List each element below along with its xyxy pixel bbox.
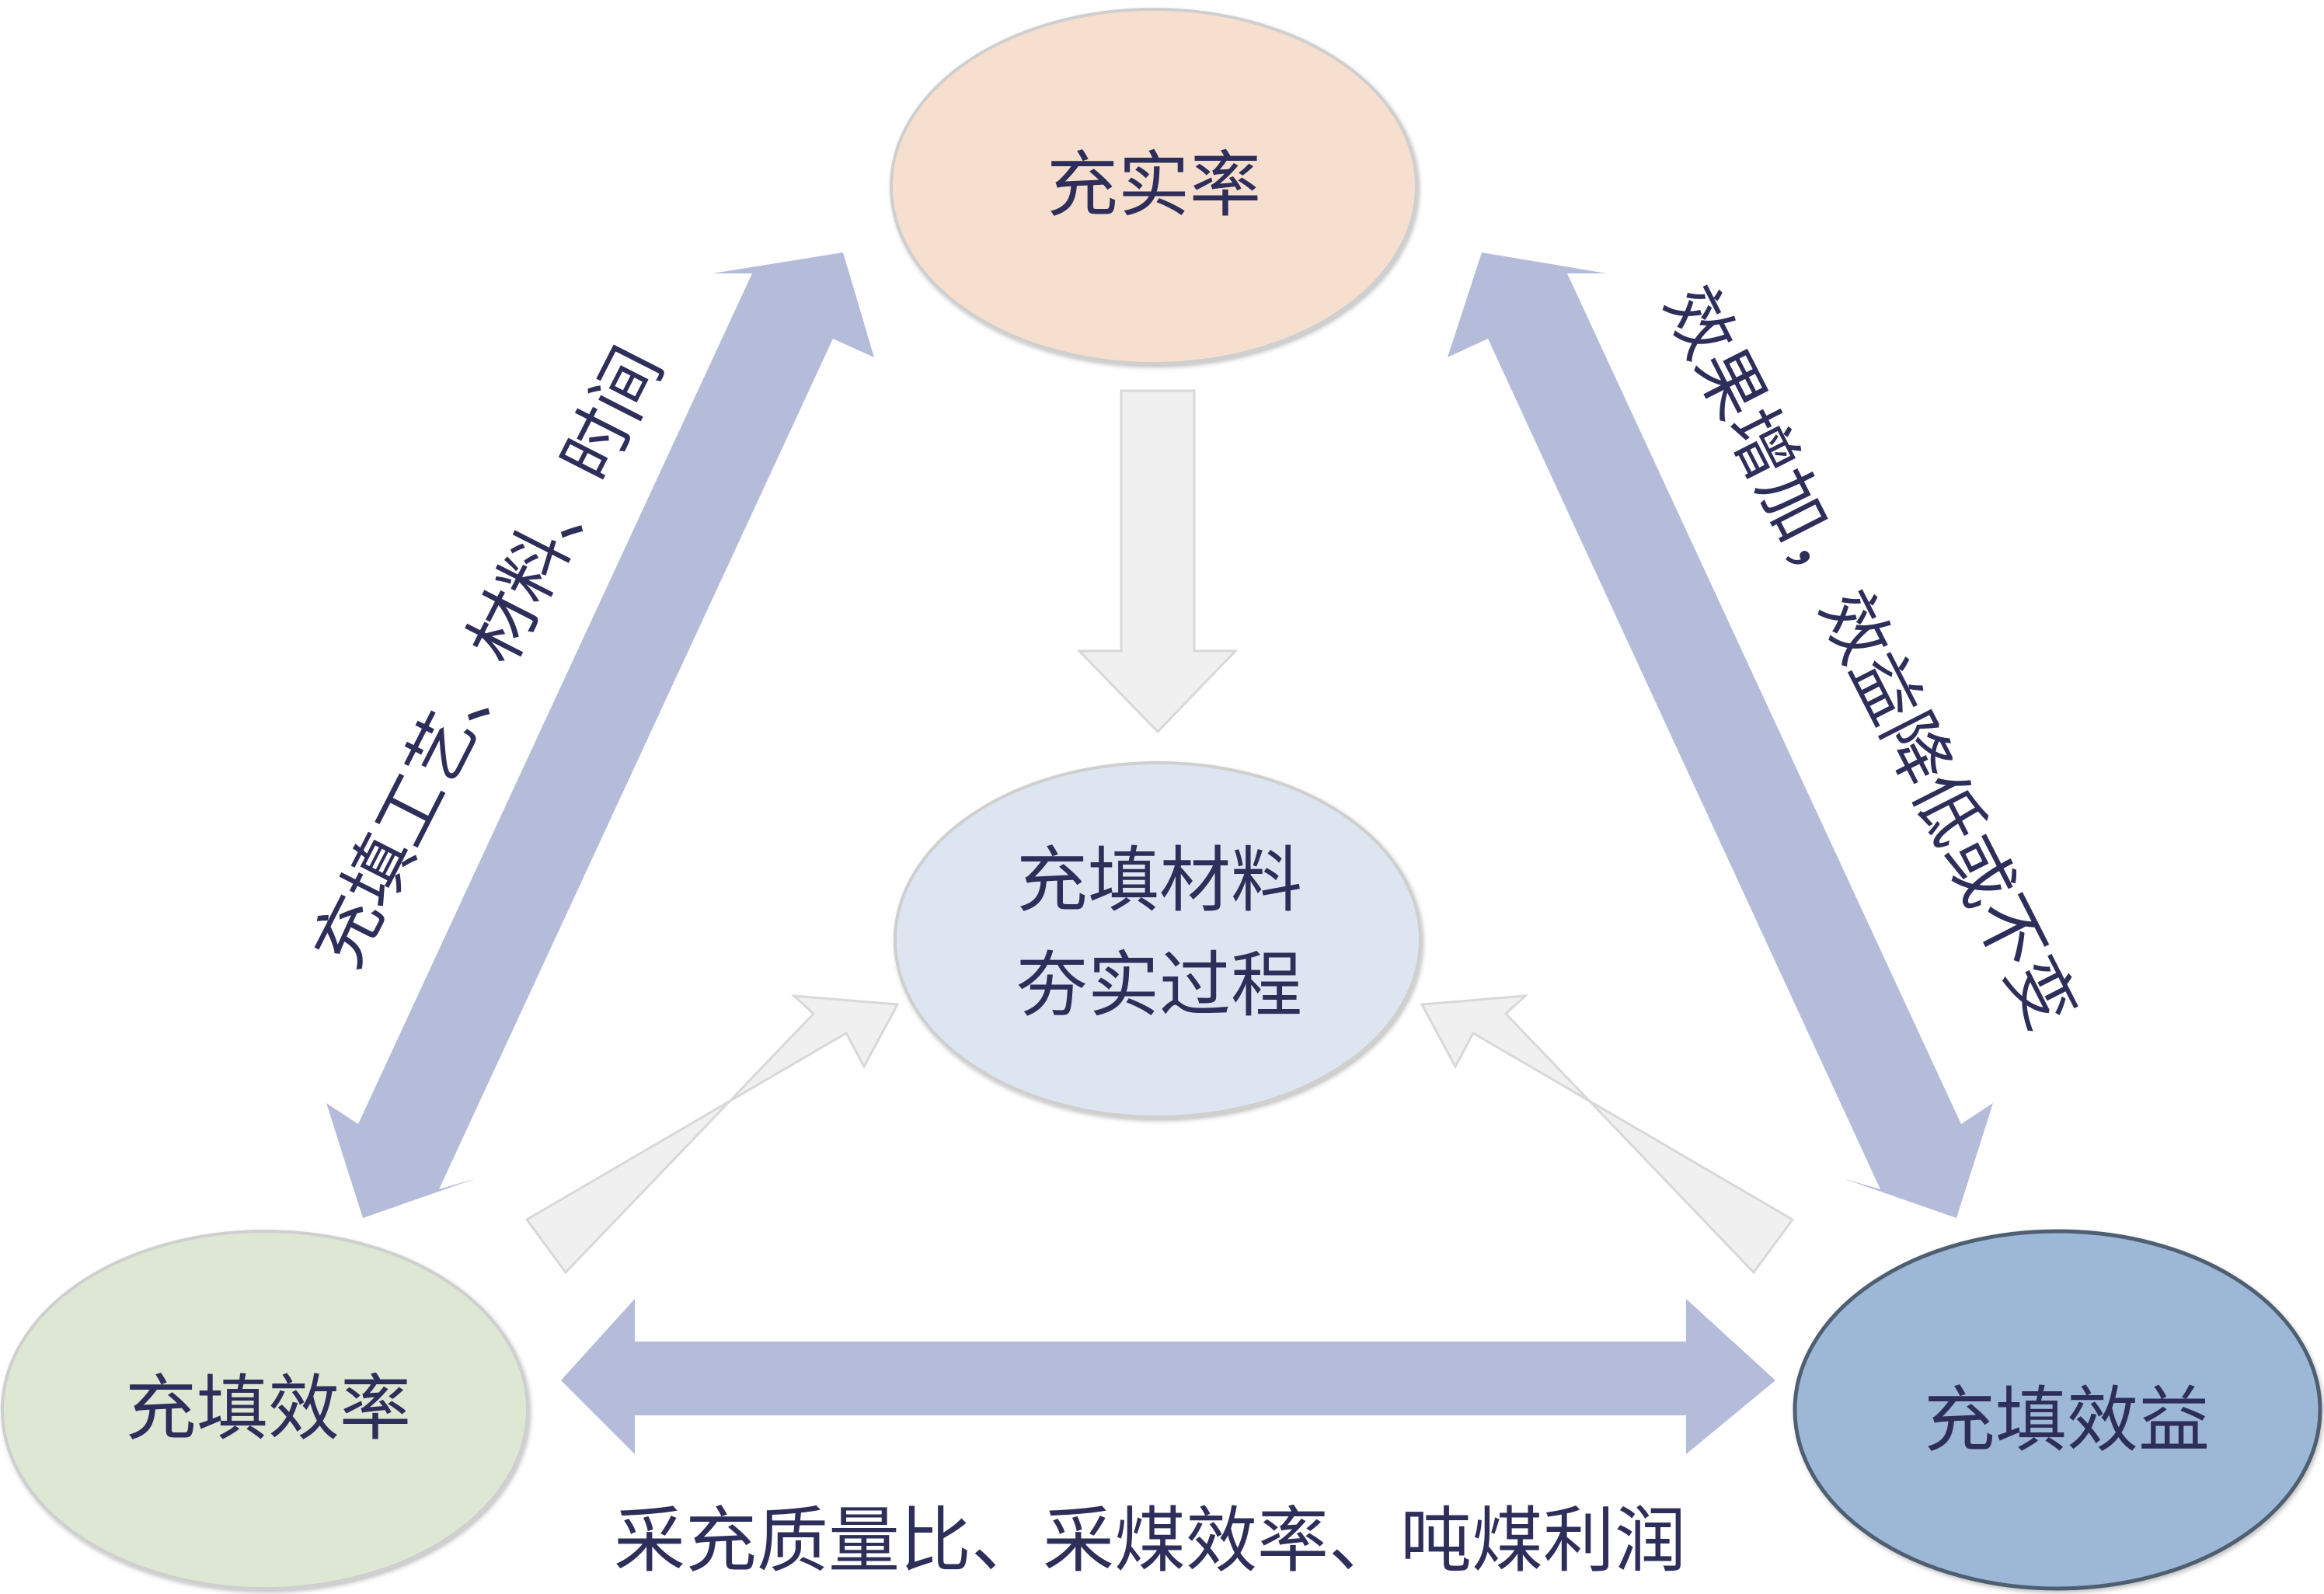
top-node-label: 充实率	[1047, 144, 1261, 227]
center-node-label-line2: 夯实过程	[1016, 944, 1302, 1027]
bottom-edge-label: 采充质量比、采煤效率、吨煤利润	[614, 1499, 1686, 1582]
left-node-label: 充填效率	[125, 1367, 411, 1450]
center-node-label-line1: 充填材料	[1016, 839, 1302, 922]
bottom-edge-double-arrow	[561, 1299, 1775, 1454]
top-to-center-arrow	[1076, 389, 1239, 734]
left-edge-double-arrow	[326, 252, 874, 1218]
left-node	[1, 1230, 529, 1590]
right-edge-double-arrow	[1448, 252, 1993, 1218]
right-to-center-arrow	[1420, 994, 1795, 1275]
right-node-label: 充填效益	[1924, 1379, 2210, 1462]
right-node	[1793, 1229, 2322, 1591]
top-node	[890, 8, 1418, 365]
left-to-center-arrow	[524, 994, 900, 1275]
center-node	[894, 761, 1422, 1119]
